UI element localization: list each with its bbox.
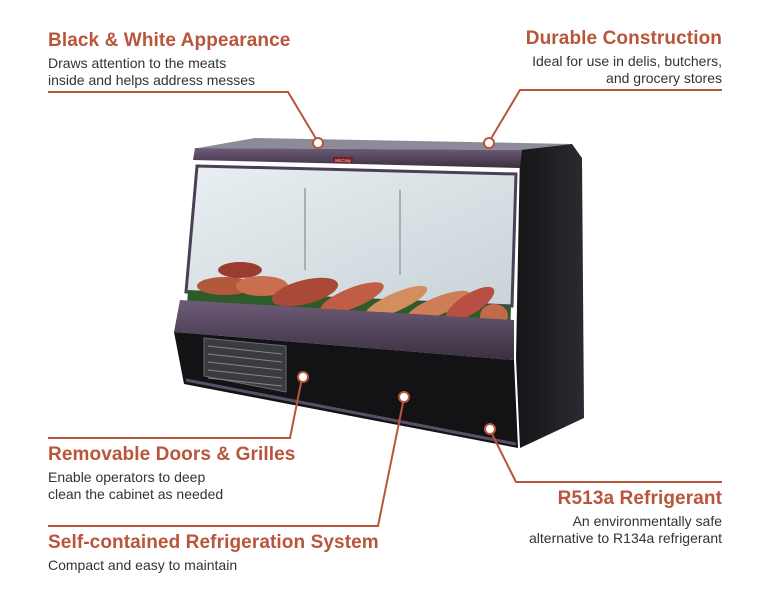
glass-front — [184, 164, 518, 308]
feature-description-line: An environmentally safe — [572, 513, 722, 529]
feature-description-line: alternative to R134a refrigerant — [529, 530, 722, 546]
feature-description: Ideal for use in delis, butchers, and gr… — [526, 53, 722, 87]
case-top-panel — [198, 138, 572, 150]
case-front-trim — [193, 148, 522, 168]
front-grille — [203, 337, 287, 393]
callout-dot — [398, 391, 410, 403]
case-lower-trim — [174, 300, 514, 360]
feature-description-line: Enable operators to deep — [48, 469, 206, 485]
feature-construction: Durable Construction Ideal for use in de… — [526, 28, 722, 87]
feature-title: Self-contained Refrigeration System — [48, 532, 379, 553]
feature-appearance: Black & White Appearance Draws attention… — [48, 30, 290, 89]
feature-description: Enable operators to deep clean the cabin… — [48, 469, 295, 503]
meat-display — [197, 262, 508, 328]
callout-line-doors — [48, 377, 303, 439]
feature-description-line: inside and helps address messes — [48, 72, 256, 88]
feature-description: Draws attention to the meats inside and … — [48, 55, 290, 89]
feature-description: An environmentally safe alternative to R… — [529, 513, 722, 547]
feature-description-line: and grocery stores — [606, 70, 722, 86]
logo-text: McCray — [335, 158, 351, 163]
feature-description: Compact and easy to maintain — [48, 557, 379, 574]
feature-description-line: Ideal for use in delis, butchers, — [532, 53, 722, 69]
callout-lines — [48, 89, 722, 527]
feature-doors-grilles: Removable Doors & Grilles Enable operato… — [48, 444, 295, 503]
callout-line-refrigerant — [489, 429, 722, 483]
callout-dot — [483, 137, 495, 149]
callout-dot — [312, 137, 324, 149]
case-side-panel — [516, 144, 584, 448]
base-kick-line — [185, 378, 517, 446]
display-case: McCray — [174, 138, 584, 448]
logo-badge — [333, 157, 353, 163]
feature-description-line: Compact and easy to maintain — [48, 557, 238, 573]
feature-title: Durable Construction — [525, 28, 722, 49]
feature-description-line: Draws attention to the meats — [48, 55, 227, 71]
feature-refrigerant: R513a Refrigerant An environmentally saf… — [529, 488, 722, 547]
callout-line-refrigeration — [48, 397, 405, 527]
callout-dot — [297, 371, 309, 383]
feature-description-line: clean the cabinet as needed — [48, 486, 224, 502]
feature-title: R513a Refrigerant — [557, 488, 722, 509]
callout-line-appearance — [48, 91, 319, 143]
callout-line-construction — [488, 89, 722, 143]
feature-refrigeration-system: Self-contained Refrigeration System Comp… — [48, 532, 379, 574]
callout-dot — [484, 423, 496, 435]
feature-title: Black & White Appearance — [48, 30, 291, 51]
callout-dots — [297, 137, 496, 435]
feature-title: Removable Doors & Grilles — [48, 444, 296, 465]
